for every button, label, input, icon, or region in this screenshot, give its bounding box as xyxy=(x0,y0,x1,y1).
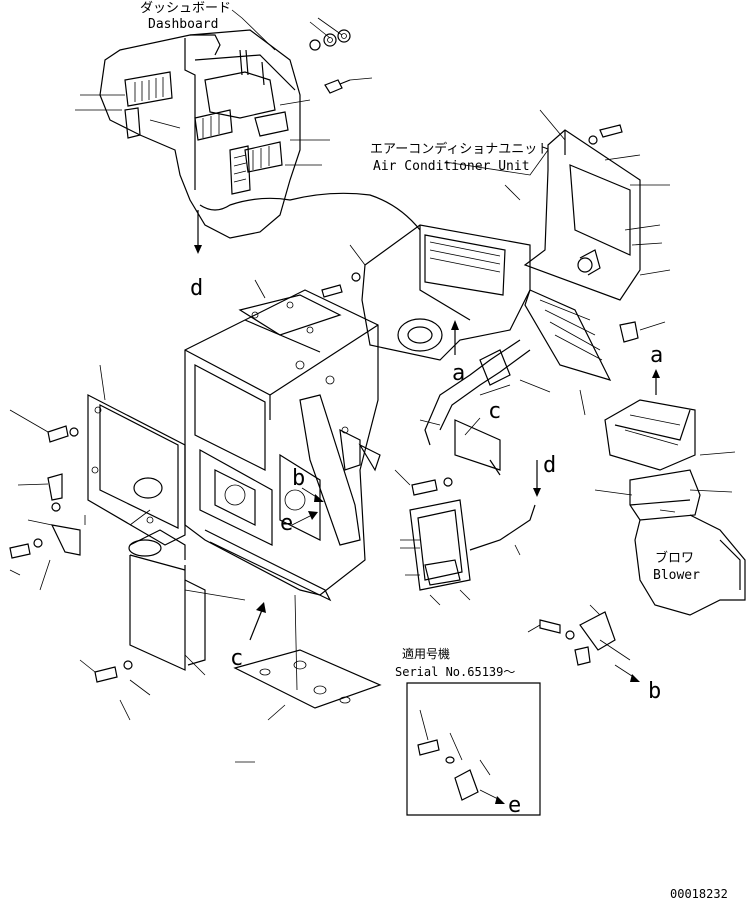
callout-a-center: a xyxy=(452,361,465,386)
ac-unit-label-jp: エアーコンディショナユニット xyxy=(370,141,550,157)
lower-duct-box xyxy=(79,529,246,721)
callout-b-housing: b xyxy=(292,466,305,491)
drawing-number: 00018232 xyxy=(670,887,728,901)
callout-d-center: d xyxy=(543,453,556,478)
main-housing xyxy=(184,279,381,602)
left-cover-panel xyxy=(9,364,186,591)
callout-d-top: d xyxy=(190,276,203,301)
callout-b-right: b xyxy=(648,679,661,704)
serial-inset-box xyxy=(406,682,541,816)
callout-c-lower: c xyxy=(230,646,243,671)
callout-e-housing: e xyxy=(280,511,293,536)
dashboard-label-en: Dashboard xyxy=(148,17,218,32)
callout-c-center: c xyxy=(488,399,501,424)
dashboard-assembly xyxy=(75,17,421,254)
ac-unit-label-en: Air Conditioner Unit xyxy=(373,159,530,174)
blower-label-jp: ブロワ xyxy=(655,550,694,566)
serial-label-jp: 適用号機 xyxy=(402,646,450,661)
gasket-plate xyxy=(233,594,382,763)
blower-assembly xyxy=(527,399,746,666)
control-panel xyxy=(394,384,536,606)
callout-a-right: a xyxy=(650,343,663,368)
callout-e-inset: e xyxy=(508,793,521,818)
dashboard-label-jp: ダッシュボード xyxy=(140,1,231,16)
serial-label-en: Serial No.65139～ xyxy=(395,665,515,679)
air-conditioner-unit xyxy=(321,109,671,476)
blower-label-en: Blower xyxy=(653,568,700,583)
